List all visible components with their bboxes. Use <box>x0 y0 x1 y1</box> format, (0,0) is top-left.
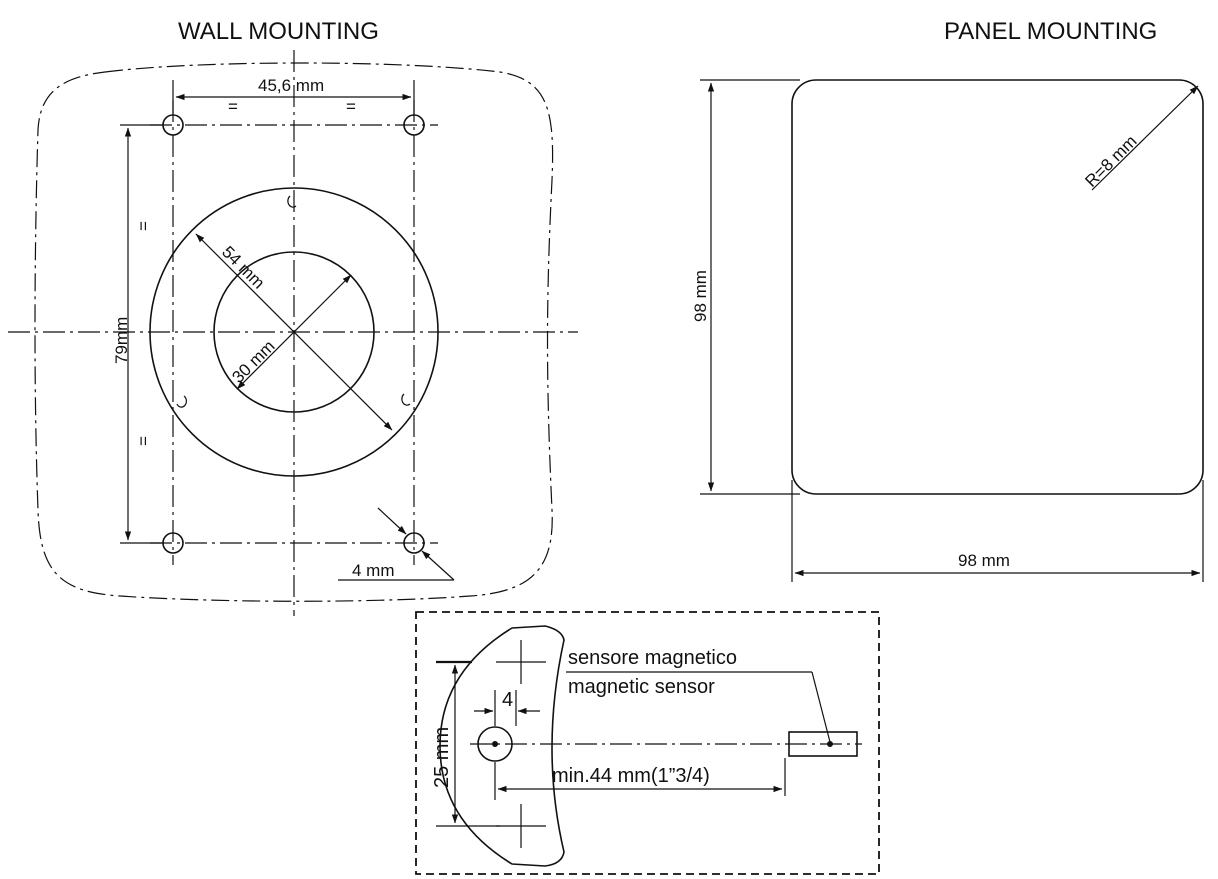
distance-label: min.44 mm(1”3/4) <box>552 765 710 787</box>
wall-mounting-view: WALL MOUNTING 45,6 mm = = <box>8 18 578 616</box>
panel-width-label: 98 mm <box>958 551 1010 570</box>
small-dim-label: 4 <box>502 689 513 711</box>
radius-arrow <box>1091 85 1199 191</box>
outer-circle <box>149 187 439 477</box>
sensor-detail-frame <box>415 611 880 875</box>
mounting-hole-bl <box>162 532 184 554</box>
sensor-leader-line <box>811 671 831 743</box>
magnet-hole-center <box>492 741 498 747</box>
sensor-label-english: magnetic sensor <box>568 676 715 698</box>
inner-diameter-line <box>236 274 352 390</box>
sensor-detail-view: sensore magnetico magnetic sensor 4 25 m… <box>415 611 880 875</box>
wall-mounting-title: WALL MOUNTING <box>178 18 379 45</box>
sensor-label-italian: sensore magnetico <box>568 647 737 669</box>
outer-diameter-label: 54 mm <box>218 242 268 292</box>
magnetic-sensor-dot <box>827 741 833 747</box>
hole-size-label: 4 mm <box>352 561 395 580</box>
clip-left <box>176 395 187 408</box>
mounting-hole-br <box>403 532 425 554</box>
wall-housing-outline <box>34 62 554 602</box>
wall-height-label: 79mm <box>112 317 131 364</box>
panel-height-label: 98 mm <box>691 270 710 322</box>
wall-width-label: 45,6 mm <box>258 76 324 95</box>
magnetic-sensor-block <box>788 731 858 757</box>
radius-label: R=8 mm <box>1081 132 1140 191</box>
clip-top <box>287 195 297 208</box>
sensor-bracket-body <box>439 625 565 867</box>
panel-mounting-title: PANEL MOUNTING <box>944 18 1157 45</box>
hole-dim-arrow-in <box>377 507 407 535</box>
panel-cutout <box>791 79 1204 495</box>
panel-mounting-view: PANEL MOUNTING 98 mm 98 mm R=8 mm <box>691 18 1204 582</box>
eq-mark-left-top: = <box>134 221 153 231</box>
clip-right <box>401 393 411 406</box>
sensor-height-label: 25 mm <box>431 727 453 788</box>
hole-dim-arrow-out <box>421 550 455 581</box>
eq-mark-left-bottom: = <box>134 436 153 446</box>
eq-mark-top-right: = <box>346 97 356 116</box>
eq-mark-top-left: = <box>228 97 238 116</box>
inner-diameter-label: 30 mm <box>228 337 278 387</box>
